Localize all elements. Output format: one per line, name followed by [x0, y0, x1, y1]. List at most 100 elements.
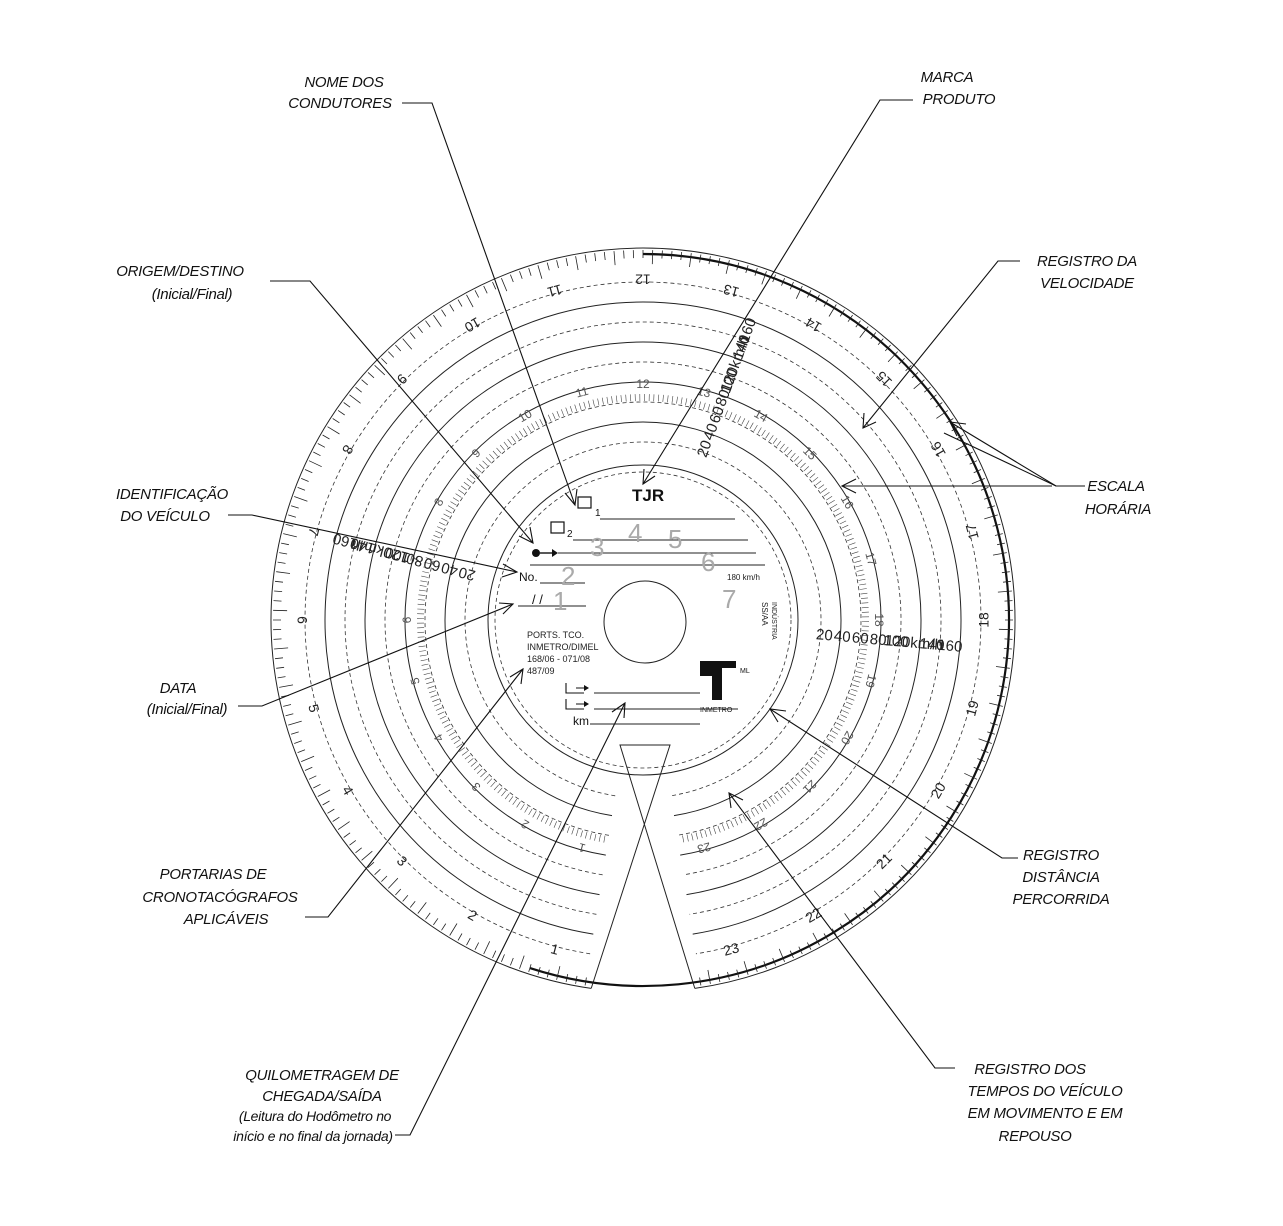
center-field-ring — [487, 464, 799, 776]
speed-label: 160 — [937, 637, 963, 656]
leader-distancia — [769, 708, 1018, 859]
arrowhead-velocidade — [862, 412, 877, 429]
callout-tempos-2: TEMPOS DO VEÍCULO — [968, 1083, 1124, 1100]
date-slashes: / / — [532, 592, 543, 607]
hour-label-outer: 14 — [802, 314, 824, 336]
arrival-icon — [565, 683, 584, 694]
hour-label-outer: 9 — [394, 371, 411, 388]
hour-label-inner: 9 — [469, 446, 484, 461]
hour-label-outer: 13 — [721, 281, 740, 301]
callout-identificacao-1: IDENTIFICAÇÃO — [116, 486, 229, 503]
ml-label: ML — [740, 668, 750, 675]
hour-label-inner: 20 — [838, 729, 857, 748]
arrowhead-portarias — [509, 667, 524, 685]
max-speed-label: 180 km/h — [727, 573, 760, 582]
callout-quilometragem-1: QUILOMETRAGEM DE — [245, 1067, 400, 1084]
disc-slot-edges — [590, 744, 696, 989]
origin-destination-marker — [532, 549, 540, 557]
leader-lines — [228, 99, 1085, 1136]
callout-origem-2: (Inicial/Final) — [152, 286, 233, 303]
callout-nome-1: NOME DOS — [304, 74, 384, 91]
leader-portarias — [305, 668, 524, 918]
arrowhead-distancia — [768, 708, 787, 723]
speed-label: 20 — [815, 626, 833, 644]
speed-label: 100 — [883, 632, 909, 651]
callout-quilometragem-3: (Leitura do Hodômetro no — [239, 1108, 392, 1124]
center-hole — [603, 580, 687, 664]
hour-label-inner: 13 — [696, 384, 713, 401]
hour-label-inner: 12 — [636, 377, 650, 391]
leader-nome — [402, 102, 576, 506]
speed-label: 160 — [736, 316, 761, 345]
callout-velocidade-2: VELOCIDADE — [1040, 275, 1135, 292]
arrowhead-identificacao — [501, 563, 519, 578]
hour-label-outer: 19 — [962, 698, 982, 717]
callout-distancia-1: REGISTRO — [1023, 847, 1100, 864]
rotated-code: SS/AA INDÚSTRIA — [760, 602, 779, 640]
speed-label: 120km/h — [885, 632, 944, 654]
speed-label: 160 — [331, 529, 360, 552]
hour-label-outer: 6 — [294, 616, 310, 624]
arrowhead-escala-1 — [949, 421, 967, 437]
speed-label: 40 — [439, 558, 460, 579]
arrowhead-marca — [642, 468, 656, 486]
portarias-line-4: 487/09 — [527, 666, 555, 676]
callout-data-1: DATA — [160, 680, 197, 697]
hour-scale-ticks — [273, 250, 1013, 986]
hour-label-outer: 4 — [339, 783, 357, 798]
leader-marca — [642, 99, 913, 485]
disc-center: TJR 1 2 No. / / PORTS. TCO. INMETRO/DIME… — [487, 464, 799, 776]
hour-label-inner: 23 — [695, 839, 712, 856]
hour-label-inner: 21 — [800, 777, 820, 797]
hour-label-inner: 1 — [577, 840, 587, 855]
hour-label-inner: 14 — [752, 406, 771, 425]
inmetro-logo: ML INMETRO — [700, 661, 750, 714]
hour-label-outer: 7 — [305, 526, 323, 538]
callout-quilometragem-4: início e no final da jornada) — [233, 1128, 392, 1144]
departure-icon — [565, 699, 584, 710]
inner-digit-6: 6 — [701, 547, 715, 577]
driver-2-icon — [550, 521, 565, 534]
hour-label-inner: 6 — [400, 616, 414, 623]
km-label: km — [573, 714, 589, 728]
callout-distancia-3: PERCORRIDA — [1012, 891, 1109, 908]
origin-destination-arrowhead-icon — [552, 549, 558, 557]
hour-label-inner: 10 — [516, 406, 535, 425]
leader-identificacao — [228, 514, 518, 573]
speed-label: 40 — [700, 421, 722, 442]
callout-tempos-4: REPOUSO — [999, 1128, 1073, 1145]
hour-label-inner: 18 — [872, 613, 886, 627]
hour-label-inner: 11 — [574, 384, 590, 401]
inner-digit-3: 3 — [590, 532, 604, 562]
vehicle-number-label: No. — [519, 570, 538, 584]
driver-2-number: 2 — [567, 529, 573, 540]
arrowhead-nome — [564, 488, 578, 507]
leader-escala-2 — [943, 432, 1057, 487]
hour-label-outer: 11 — [546, 281, 564, 300]
arrowhead-quilometragem — [611, 701, 626, 719]
arrowhead-tempos — [728, 792, 744, 809]
callout-portarias-2: CRONOTACÓGRAFOS — [142, 889, 298, 906]
hour-label-inner: 15 — [800, 444, 820, 464]
hour-label-inner: 3 — [469, 779, 484, 794]
speed-ring — [424, 401, 862, 836]
callout-marca-2: PRODUTO — [923, 91, 996, 108]
inner-digit-4: 4 — [628, 518, 642, 548]
hour-label-outer: 12 — [635, 271, 651, 287]
portarias-line-1: PORTS. TCO. — [527, 630, 584, 640]
hour-label-inner: 19 — [862, 673, 879, 690]
arrowhead-data — [498, 602, 515, 615]
leader-velocidade — [862, 260, 1020, 429]
callout-quilometragem-2: CHEGADA/SAÍDA — [262, 1088, 382, 1105]
speed-label: 20 — [694, 438, 716, 459]
leader-origem — [270, 280, 534, 544]
portarias-line-2: INMETRO/DIMEL — [527, 642, 599, 652]
inmetro-logo-mark-icon — [700, 661, 736, 700]
speed-ring — [444, 421, 842, 817]
leader-tempos — [728, 792, 955, 1069]
arrival-arrowhead-icon — [584, 685, 589, 691]
hour-label-outer: 22 — [803, 904, 825, 926]
callout-labels: NOME DOS CONDUTORES MARCA PRODUTO ORIGEM… — [116, 69, 1152, 1145]
